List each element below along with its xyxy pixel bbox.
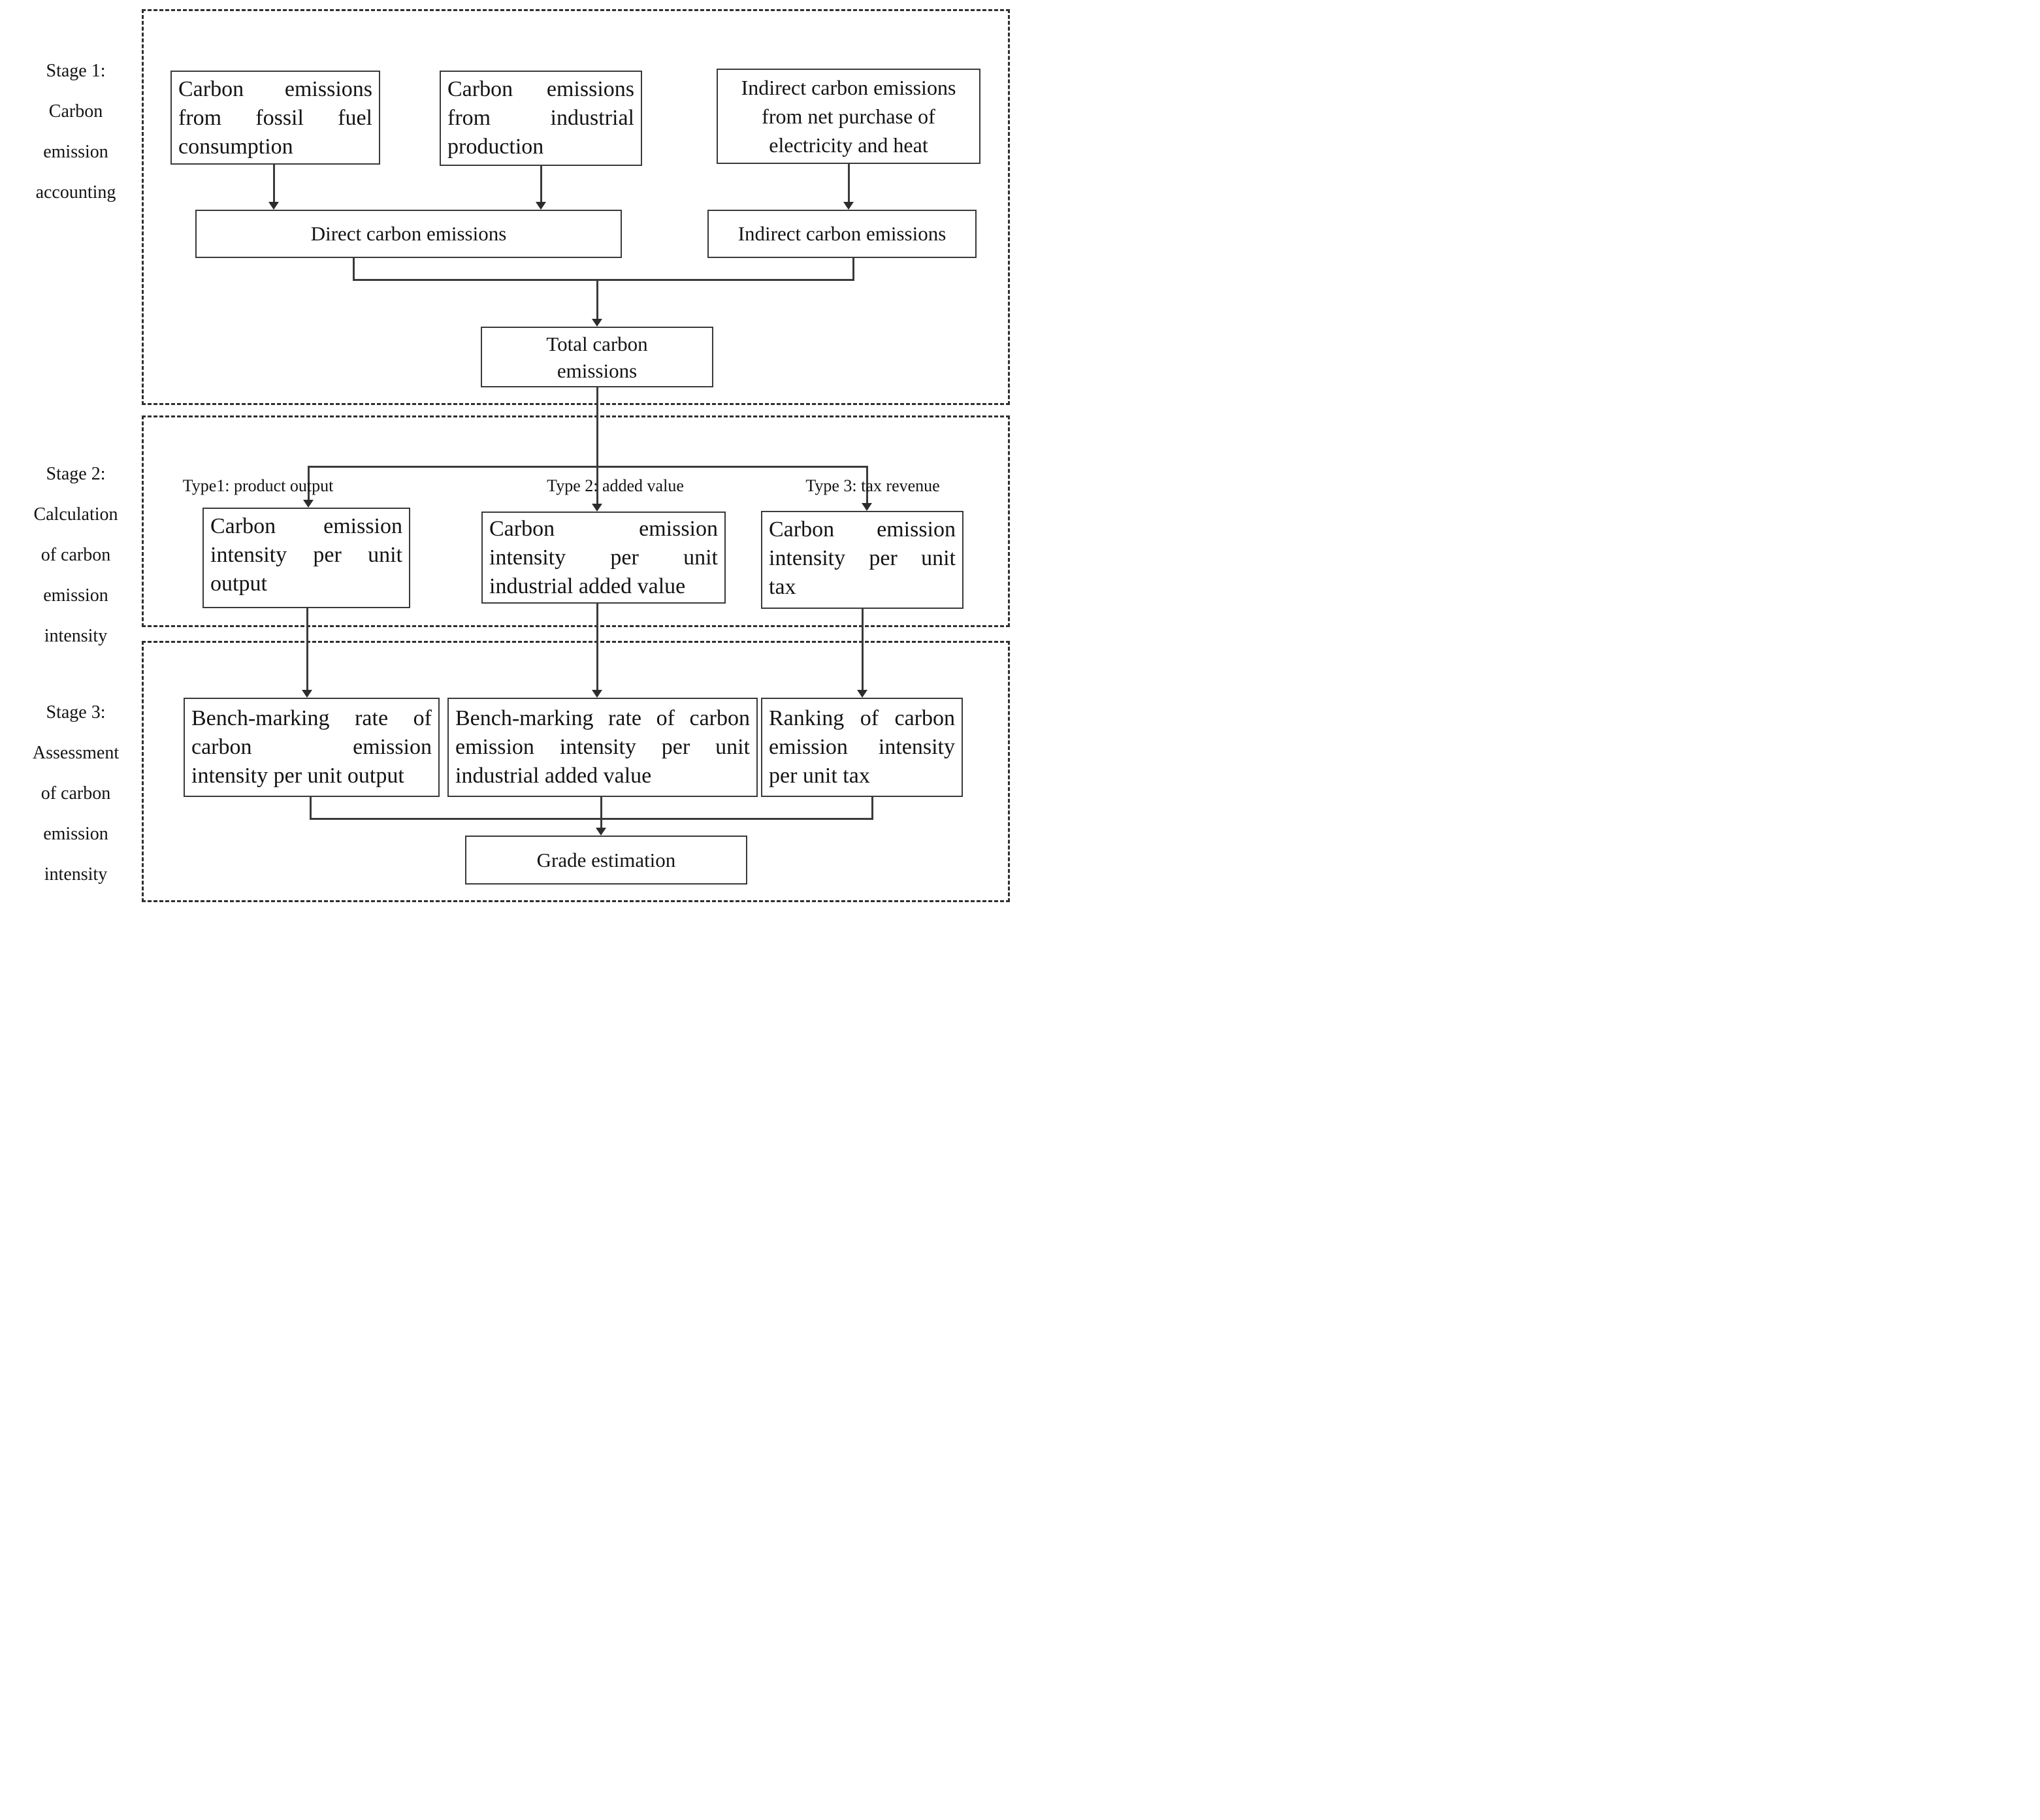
stage3-label-line: intensity (44, 864, 108, 885)
type1-label: Type1: product output (182, 476, 334, 495)
box-line: Carbon emission (210, 514, 402, 538)
arrowhead-icon (302, 690, 312, 698)
box-line: from industrial (447, 106, 634, 130)
arrowhead-icon (596, 828, 606, 836)
connector-addedvalue-to-benchmark (596, 604, 598, 691)
connector-merge-line (353, 279, 854, 281)
connector-merge-to-total (596, 279, 598, 319)
box-line: output (210, 572, 267, 596)
box-line: emission intensity per unit (455, 735, 750, 759)
connector-merge-to-grade (600, 797, 602, 828)
stage3-region (142, 641, 1010, 902)
connector-ranking-stub (871, 797, 873, 820)
arrowhead-icon (592, 319, 602, 327)
connector-output-to-benchmark (306, 608, 308, 691)
arrowhead-icon (862, 503, 872, 511)
stage1-region (142, 9, 1010, 405)
connector-distributor-line (308, 466, 867, 468)
box-total-carbon-emissions: Total carbon emissions (481, 327, 713, 387)
box-intensity-per-unit-added-value: Carbon emission intensity per unit indus… (481, 512, 726, 604)
box-line: Carbon emission (769, 517, 956, 542)
type3-label: Type 3: tax revenue (805, 476, 940, 495)
type2-label: Type 2: added value (547, 476, 684, 495)
box-line: intensity per unit (210, 543, 402, 567)
stage2-label-line: intensity (44, 626, 108, 646)
stage1-label: Stage 1: Carbon emission accounting (13, 51, 138, 213)
arrowhead-icon (268, 202, 279, 210)
box-line: from net purchase of (762, 105, 935, 128)
box-line: intensity per unit (489, 545, 718, 570)
bar-indirect-carbon-emissions: Indirect carbon emissions (707, 210, 977, 258)
stage2-region (142, 415, 1010, 627)
connector-grade-merge-line (310, 818, 873, 820)
box-line: industrial added value (489, 574, 686, 598)
connector-indirect-down-stub (852, 258, 854, 280)
bar-label: Grade estimation (536, 848, 676, 871)
arrowhead-icon (857, 690, 867, 698)
connector-benchmark1-stub (310, 797, 312, 820)
box-benchmark-rate-output: Bench-marking rate of carbon emission in… (184, 698, 440, 797)
box-intensity-per-unit-tax: Carbon emission intensity per unit tax (761, 511, 963, 609)
box-line: Bench-marking rate of (191, 706, 432, 730)
box-industrial-production-emissions: Carbon emissions from industrial product… (440, 71, 642, 166)
arrowhead-icon (843, 202, 854, 210)
stage1-label-line: accounting (35, 182, 116, 203)
box-line: electricity and heat (769, 133, 928, 157)
connector-fossil-to-direct (273, 165, 275, 204)
box-grade-estimation: Grade estimation (465, 836, 747, 885)
arrowhead-icon (536, 202, 546, 210)
stage3-label-line: of carbon (40, 783, 111, 804)
box-line: tax (769, 575, 796, 599)
box-line: Total carbon (546, 332, 648, 355)
box-ranking-tax: Ranking of carbon emission intensity per… (761, 698, 963, 797)
connector-drop-type3 (866, 466, 868, 504)
connector-total-to-stage2 (596, 387, 598, 505)
box-line: Carbon emissions (447, 77, 634, 101)
box-line: production (447, 135, 544, 159)
stage1-label-line: emission (43, 142, 108, 162)
box-line: from fossil fuel (178, 106, 372, 130)
stage2-label-line: Calculation (33, 504, 118, 525)
box-line: industrial added value (455, 764, 652, 788)
box-indirect-emissions-source: Indirect carbon emissions from net purch… (717, 69, 980, 164)
box-line: Ranking of carbon (769, 706, 955, 730)
connector-industrial-to-direct (540, 166, 542, 204)
stage2-label: Stage 2: Calculation of carbon emission … (13, 454, 138, 657)
box-line: consumption (178, 135, 293, 159)
connector-direct-down-stub (353, 258, 355, 280)
box-line: Bench-marking rate of carbon (455, 706, 750, 730)
box-line: emission intensity (769, 735, 955, 759)
stage1-label-line: Stage 1: (46, 61, 106, 81)
bar-label: Direct carbon emissions (310, 222, 507, 245)
bar-label: Indirect carbon emissions (737, 222, 947, 245)
box-intensity-per-unit-output: Carbon emission intensity per unit outpu… (202, 508, 410, 608)
stage3-label-line: emission (43, 824, 108, 844)
box-benchmark-rate-added-value: Bench-marking rate of carbon emission in… (447, 698, 758, 797)
arrowhead-icon (592, 504, 602, 512)
connector-tax-to-ranking (862, 609, 864, 691)
stage2-label-line: emission (43, 585, 108, 606)
box-line: intensity per unit output (191, 764, 404, 788)
stage3-label-line: Stage 3: (46, 702, 106, 723)
connector-drop-type1 (308, 466, 310, 502)
box-line: emissions (557, 359, 638, 382)
stage1-label-line: Carbon (48, 101, 103, 122)
box-line: carbon emission (191, 735, 432, 759)
box-line: Carbon emission (489, 517, 718, 541)
flowchart-canvas: Stage 1: Carbon emission accounting Stag… (0, 0, 1020, 910)
box-line: Indirect carbon emissions (741, 76, 956, 99)
box-fossil-fuel-emissions: Carbon emissions from fossil fuel consum… (170, 71, 380, 165)
stage3-label: Stage 3: Assessment of carbon emission i… (13, 692, 138, 895)
stage2-label-line: of carbon (40, 545, 111, 565)
box-line: intensity per unit (769, 546, 956, 570)
box-line: per unit tax (769, 764, 870, 788)
box-line: Carbon emissions (178, 77, 372, 101)
arrowhead-icon (303, 500, 314, 508)
stage2-label-line: Stage 2: (46, 464, 106, 484)
arrowhead-icon (592, 690, 602, 698)
connector-indirectsrc-to-indirect (848, 164, 850, 204)
stage3-label-line: Assessment (32, 743, 120, 763)
bar-direct-carbon-emissions: Direct carbon emissions (195, 210, 622, 258)
